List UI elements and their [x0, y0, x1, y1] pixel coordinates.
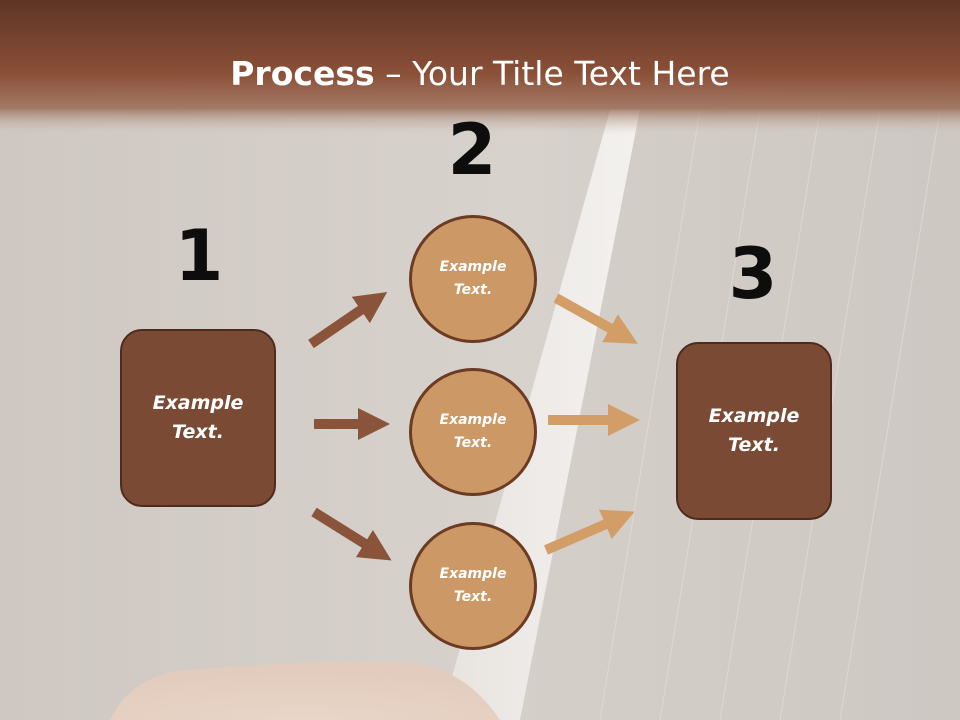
step-number-2: 2	[447, 109, 497, 191]
circle-bottom-text: Example Text.	[439, 566, 507, 605]
step-3-box[interactable]: Example Text.	[676, 342, 832, 520]
arrow-bottom-to-3	[544, 509, 635, 555]
step-number-3: 3	[728, 233, 778, 315]
title-bar	[0, 0, 960, 135]
circle-middle-text: Example Text.	[439, 412, 507, 451]
arrow-1-to-bottom	[311, 507, 392, 561]
step-1-box-text: Example Text.	[152, 392, 244, 443]
circle-top-text: Example Text.	[439, 259, 507, 298]
step-3-box-text: Example Text.	[708, 405, 800, 456]
title-bold: Process	[230, 54, 375, 93]
step-2-circle-middle[interactable]: Example Text.	[409, 368, 537, 496]
step-number-1: 1	[174, 215, 224, 297]
step-2-circle-bottom[interactable]: Example Text.	[409, 522, 537, 650]
step-2-circle-top[interactable]: Example Text.	[409, 215, 537, 343]
arrow-top-to-3	[553, 293, 638, 344]
title-rest: – Your Title Text Here	[374, 54, 730, 93]
step-1-box[interactable]: Example Text.	[120, 329, 276, 507]
arrow-1-to-top	[308, 291, 388, 349]
page-title: Process – Your Title Text Here	[0, 52, 960, 96]
